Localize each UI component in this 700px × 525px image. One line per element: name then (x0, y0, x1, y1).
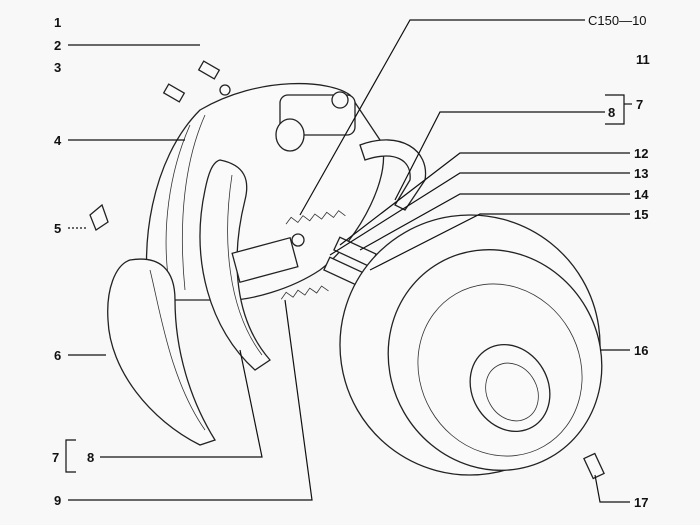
label-9: 9 (54, 493, 61, 508)
label-12: 12 (634, 146, 648, 161)
leader-lines (65, 19, 632, 503)
label-13: 13 (634, 166, 648, 181)
bolts (162, 60, 231, 103)
label-16: 16 (634, 343, 648, 358)
springs (280, 210, 346, 300)
label-7-right: 7 (636, 97, 643, 112)
wheel-cylinder (275, 91, 356, 152)
label-3: 3 (54, 60, 61, 75)
label-8-left: 8 (87, 450, 94, 465)
label-1: 1 (54, 15, 61, 30)
label-6: 6 (54, 348, 61, 363)
label-15: 15 (634, 207, 648, 222)
label-7-left: 7 (52, 450, 59, 465)
brake-drum (339, 214, 603, 476)
label-c150-10: C150—10 (588, 13, 647, 28)
label-11: 11 (636, 52, 650, 67)
label-2: 2 (54, 38, 61, 53)
adjuster-strut (231, 233, 377, 288)
label-8-right: 8 (608, 105, 615, 120)
label-4: 4 (54, 133, 62, 148)
drum-screw (583, 452, 605, 480)
brake-shoe-front (107, 258, 216, 446)
label-5: 5 (54, 221, 61, 236)
retaining-clip (89, 203, 109, 231)
label-17: 17 (634, 495, 648, 510)
label-14: 14 (634, 187, 649, 202)
